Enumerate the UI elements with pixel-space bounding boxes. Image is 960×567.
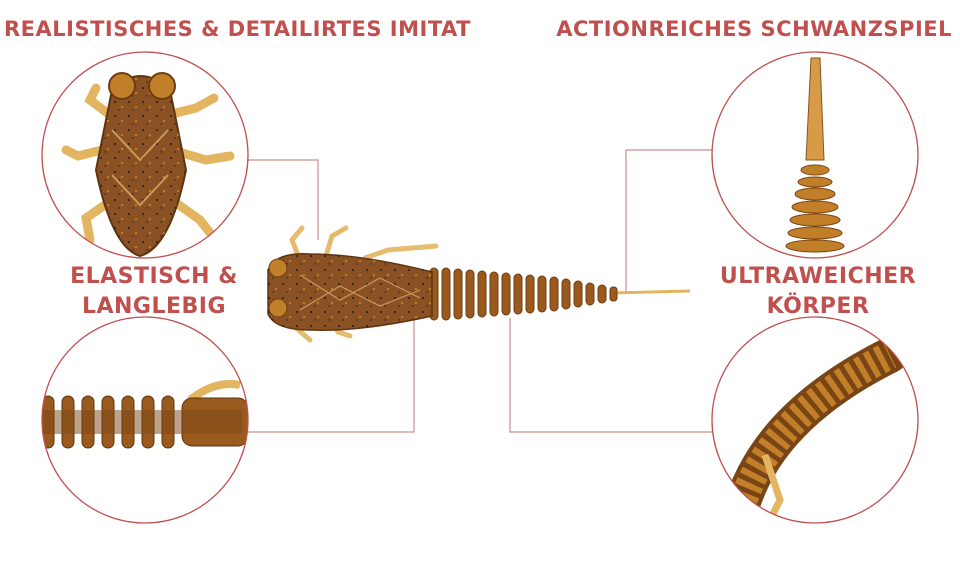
detail-circle-head bbox=[41, 51, 249, 259]
detail-circle-bent-body bbox=[711, 316, 919, 524]
detail-circle-tail bbox=[711, 51, 919, 259]
connector-lines bbox=[248, 149, 712, 433]
feature-label-tail-action: ACTIONREICHES SCHWANZSPIEL bbox=[556, 17, 952, 41]
feature-label-durable-line1: ELASTISCH & bbox=[70, 264, 238, 289]
feature-label-soft-body-line2: KÖRPER bbox=[766, 294, 870, 319]
detail-circle-segments bbox=[41, 316, 249, 524]
feature-label-realistic: REALISTISCHES & DETAILIRTES IMITAT bbox=[4, 17, 471, 41]
lure-main bbox=[267, 225, 691, 343]
feature-label-soft-body-line1: ULTRAWEICHER bbox=[719, 264, 917, 289]
feature-label-soft-body: ULTRAWEICHER KÖRPER bbox=[712, 262, 924, 322]
feature-label-durable-line2: LANGLEBIG bbox=[81, 294, 227, 319]
feature-label-durable: ELASTISCH & LANGLEBIG bbox=[54, 262, 254, 322]
